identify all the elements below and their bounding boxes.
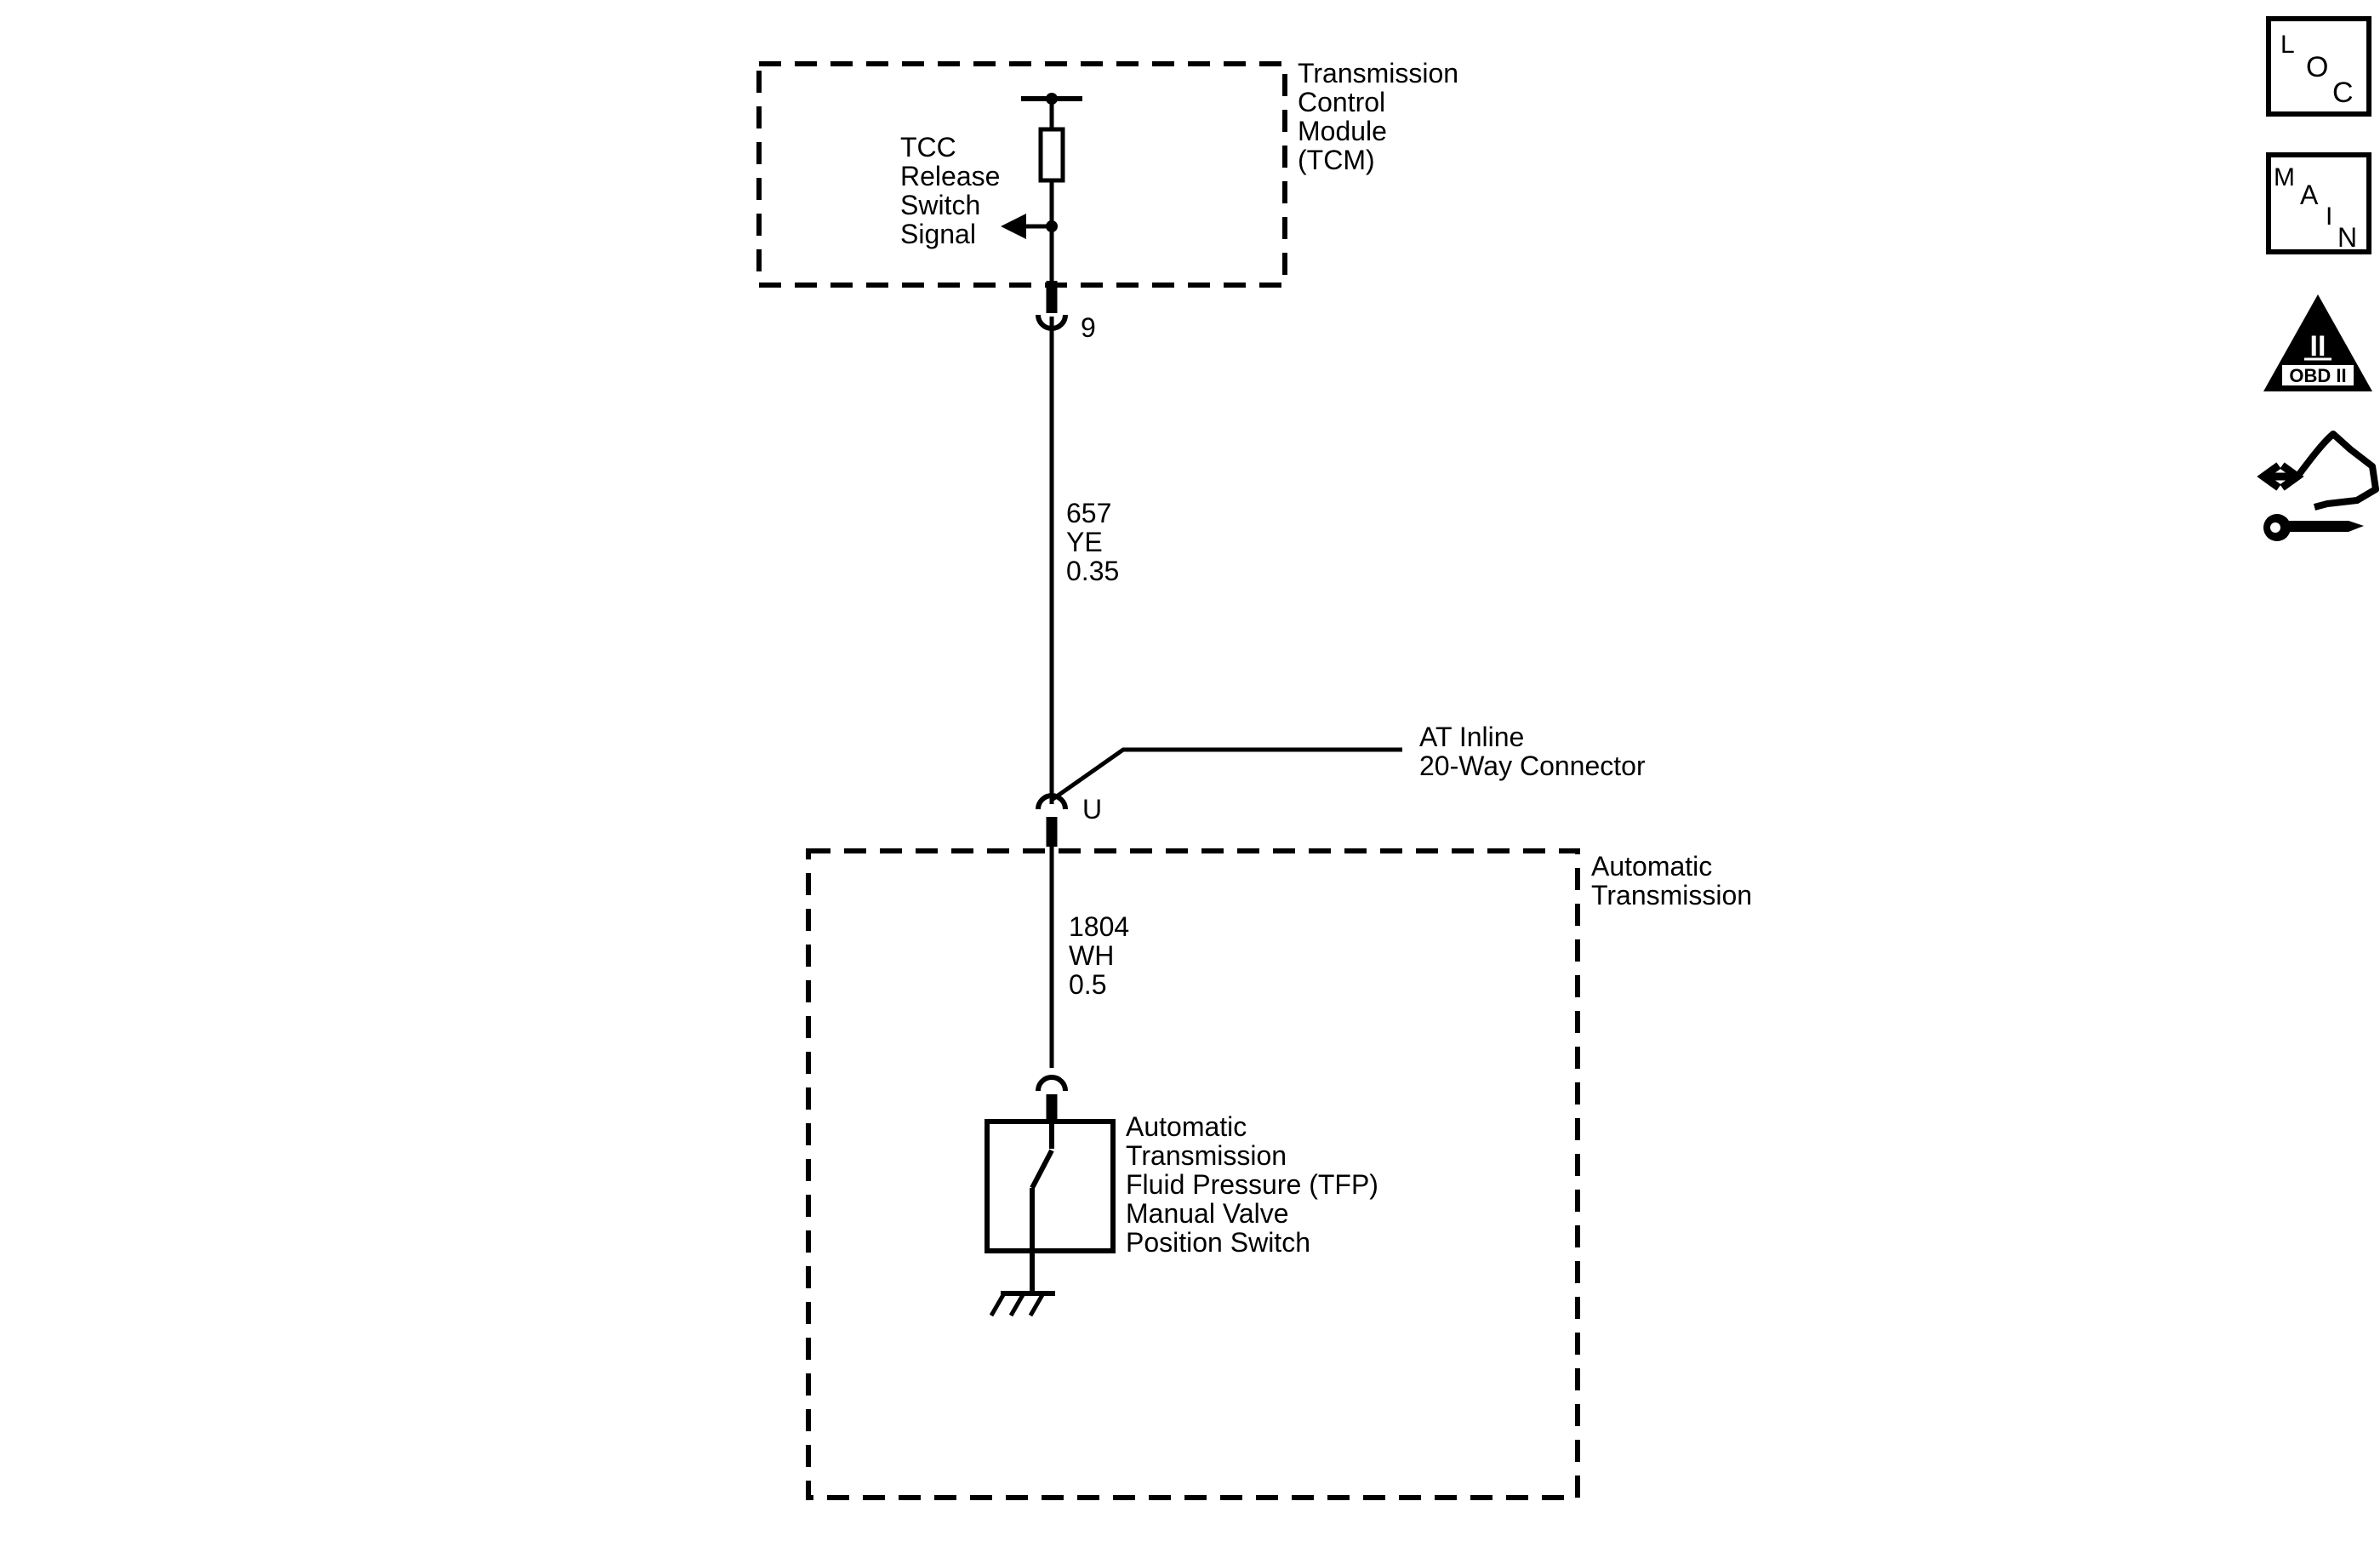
loc-button[interactable]: L O C <box>2266 16 2371 117</box>
loc-letter: L <box>2280 31 2295 59</box>
loc-letter: O <box>2306 51 2328 83</box>
wire-circuit: 657 <box>1066 498 1111 528</box>
tfp-switch <box>985 1075 1116 1317</box>
obd-text: OBD II <box>2289 365 2346 386</box>
tfp-label-line: Manual Valve <box>1126 1198 1289 1229</box>
tfp-switch-body <box>985 1119 1116 1253</box>
tcm-title-line: Module <box>1298 116 1387 146</box>
hand-tool-icon <box>2257 431 2379 541</box>
tfp-label-line: Automatic <box>1126 1111 1247 1142</box>
wire-1804-label: 1804 WH 0.5 <box>1069 911 1129 1000</box>
inline-connector-label: 20-Way Connector <box>1419 751 1646 781</box>
tfp-label-line: Fluid Pressure (TFP) <box>1126 1169 1378 1200</box>
tcc-signal-label: TCC Release Switch Signal <box>900 132 1000 249</box>
main-letter: M <box>2274 163 2295 191</box>
inline-pin-label: U <box>1082 794 1102 825</box>
transmission-title: Automatic Transmission <box>1591 851 1752 910</box>
tfp-switch-label: Automatic Transmission Fluid Pressure (T… <box>1126 1111 1378 1258</box>
transmission-title-line: Automatic <box>1591 851 1712 882</box>
tcm-boundary <box>756 61 1287 288</box>
wire-circuit: 1804 <box>1069 911 1129 942</box>
tcm-title-line: Transmission <box>1298 58 1458 88</box>
tcc-signal-line: Release <box>900 161 1000 191</box>
inline-leader-line <box>1050 747 1402 802</box>
tcc-signal-line: Signal <box>900 219 976 249</box>
main-letter: A <box>2300 180 2319 210</box>
tcc-signal-line: TCC <box>900 132 956 163</box>
diagnostic-procedure-button[interactable] <box>2257 431 2379 541</box>
main-letter: I <box>2326 203 2332 231</box>
wire-color: YE <box>1066 527 1103 557</box>
inline-connector-label: AT Inline <box>1419 722 1524 752</box>
tcm-internal-circuit <box>1001 93 1082 281</box>
wire-gauge: 0.35 <box>1066 556 1119 586</box>
transmission-boundary <box>806 848 1580 1500</box>
tcm-connector-pin: 9 <box>1036 281 1096 343</box>
tcm-pin-label: 9 <box>1081 312 1096 343</box>
wire-color: WH <box>1069 940 1114 971</box>
tfp-label-line: Position Switch <box>1126 1227 1310 1258</box>
tcm-title-line: (TCM) <box>1298 145 1375 175</box>
inline-connector: U AT Inline 20-Way Connector <box>1036 722 1646 847</box>
main-letter: N <box>2337 222 2357 253</box>
wire-gauge: 0.5 <box>1069 969 1106 1000</box>
pullup-resistor <box>1038 127 1065 183</box>
tcc-signal-line: Switch <box>900 190 980 220</box>
switch-contact <box>1030 1149 1054 1190</box>
transmission-title-line: Transmission <box>1591 880 1752 910</box>
signal-arrow-icon <box>1001 214 1026 239</box>
obd-numeral: II <box>2310 330 2326 362</box>
loc-letter: C <box>2332 77 2354 109</box>
main-button[interactable]: M A I N <box>2266 152 2371 254</box>
tcm-title: Transmission Control Module (TCM) <box>1298 58 1458 175</box>
tcm-title-line: Control <box>1298 87 1385 117</box>
wire-657-label: 657 YE 0.35 <box>1066 498 1119 586</box>
obd-ii-button[interactable]: II OBD II <box>2263 294 2372 391</box>
tfp-label-line: Transmission <box>1126 1140 1287 1171</box>
